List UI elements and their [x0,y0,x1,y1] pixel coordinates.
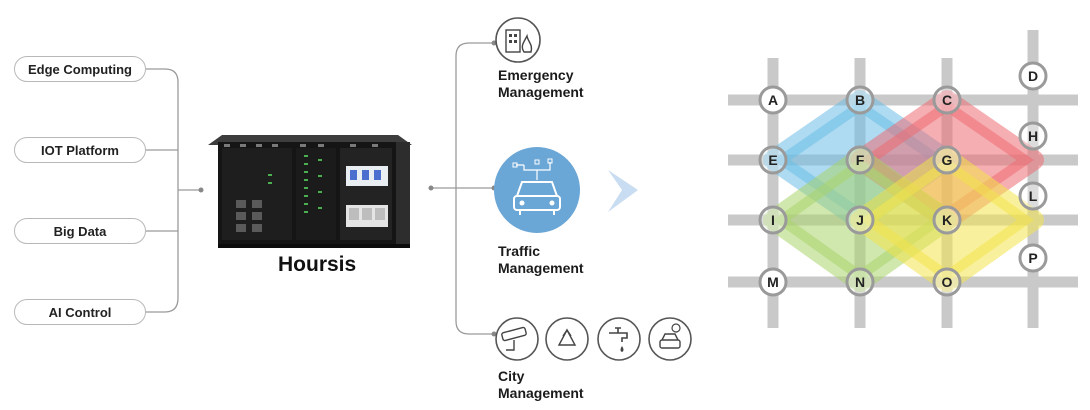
grid-node-g: G [932,145,962,175]
inputs-connector [146,68,200,313]
grid-node-n: N [845,267,875,297]
grid-node-label: P [1028,250,1037,266]
grid-nodes: A B C D E F G H I J K L M N O P [758,61,1048,297]
input-big-data: Big Data [14,218,146,244]
grid-node-a: A [758,85,788,115]
grid-node-label: C [942,92,952,108]
grid-node-label: K [942,212,952,228]
grid-node-label: E [768,152,777,168]
connected-car-icon [494,147,580,233]
grid-node-p: P [1018,243,1048,273]
city-management-label: City Management [498,368,584,401]
grid-node-label: O [942,274,953,290]
grid-node-o: O [932,267,962,297]
grid-node-d: D [1018,61,1048,91]
grid-zones [763,90,1044,292]
connector-dot [198,187,204,193]
grid-node-label: H [1028,128,1038,144]
device-name: Hoursis [278,253,357,276]
grid-node-f: F [845,145,875,175]
grid-node-m: M [758,267,788,297]
zone-yellow [850,148,1044,292]
grid-node-label: B [855,92,865,108]
grid-node-label: I [771,212,775,228]
grid-node-label: L [1029,188,1038,204]
grid-node-j: J [845,205,875,235]
grid-node-label: D [1028,68,1038,84]
cctv-camera-icon [495,317,539,361]
water-tap-icon [597,317,641,361]
hoursis-device [208,135,412,248]
connector-dot [428,185,434,191]
input-edge-computing: Edge Computing [14,56,146,82]
grid-node-l: L [1018,181,1048,211]
input-ai-control: AI Control [14,299,146,325]
smart-grid: A B C D E F G H I J K L M N O P [728,30,1078,328]
grid-node-label: G [942,152,953,168]
grid-node-e: E [758,145,788,175]
building-fire-icon [495,17,541,63]
chevron-arrow-icon [608,170,638,212]
grid-node-k: K [932,205,962,235]
car-emission-icon [648,317,692,361]
grid-node-c: C [932,85,962,115]
grid-node-label: M [767,274,779,290]
grid-node-label: N [855,274,865,290]
grid-node-b: B [845,85,875,115]
grid-node-label: A [768,92,778,108]
applications-connector [432,42,494,335]
emergency-management-label: Emergency Management [498,67,584,100]
traffic-management-label: Traffic Management [498,243,584,276]
grid-node-i: I [758,205,788,235]
grid-node-h: H [1018,121,1048,151]
recycle-icon [545,317,589,361]
grid-node-label: F [856,152,865,168]
input-iot-platform: IOT Platform [14,137,146,163]
grid-node-label: J [856,212,864,228]
